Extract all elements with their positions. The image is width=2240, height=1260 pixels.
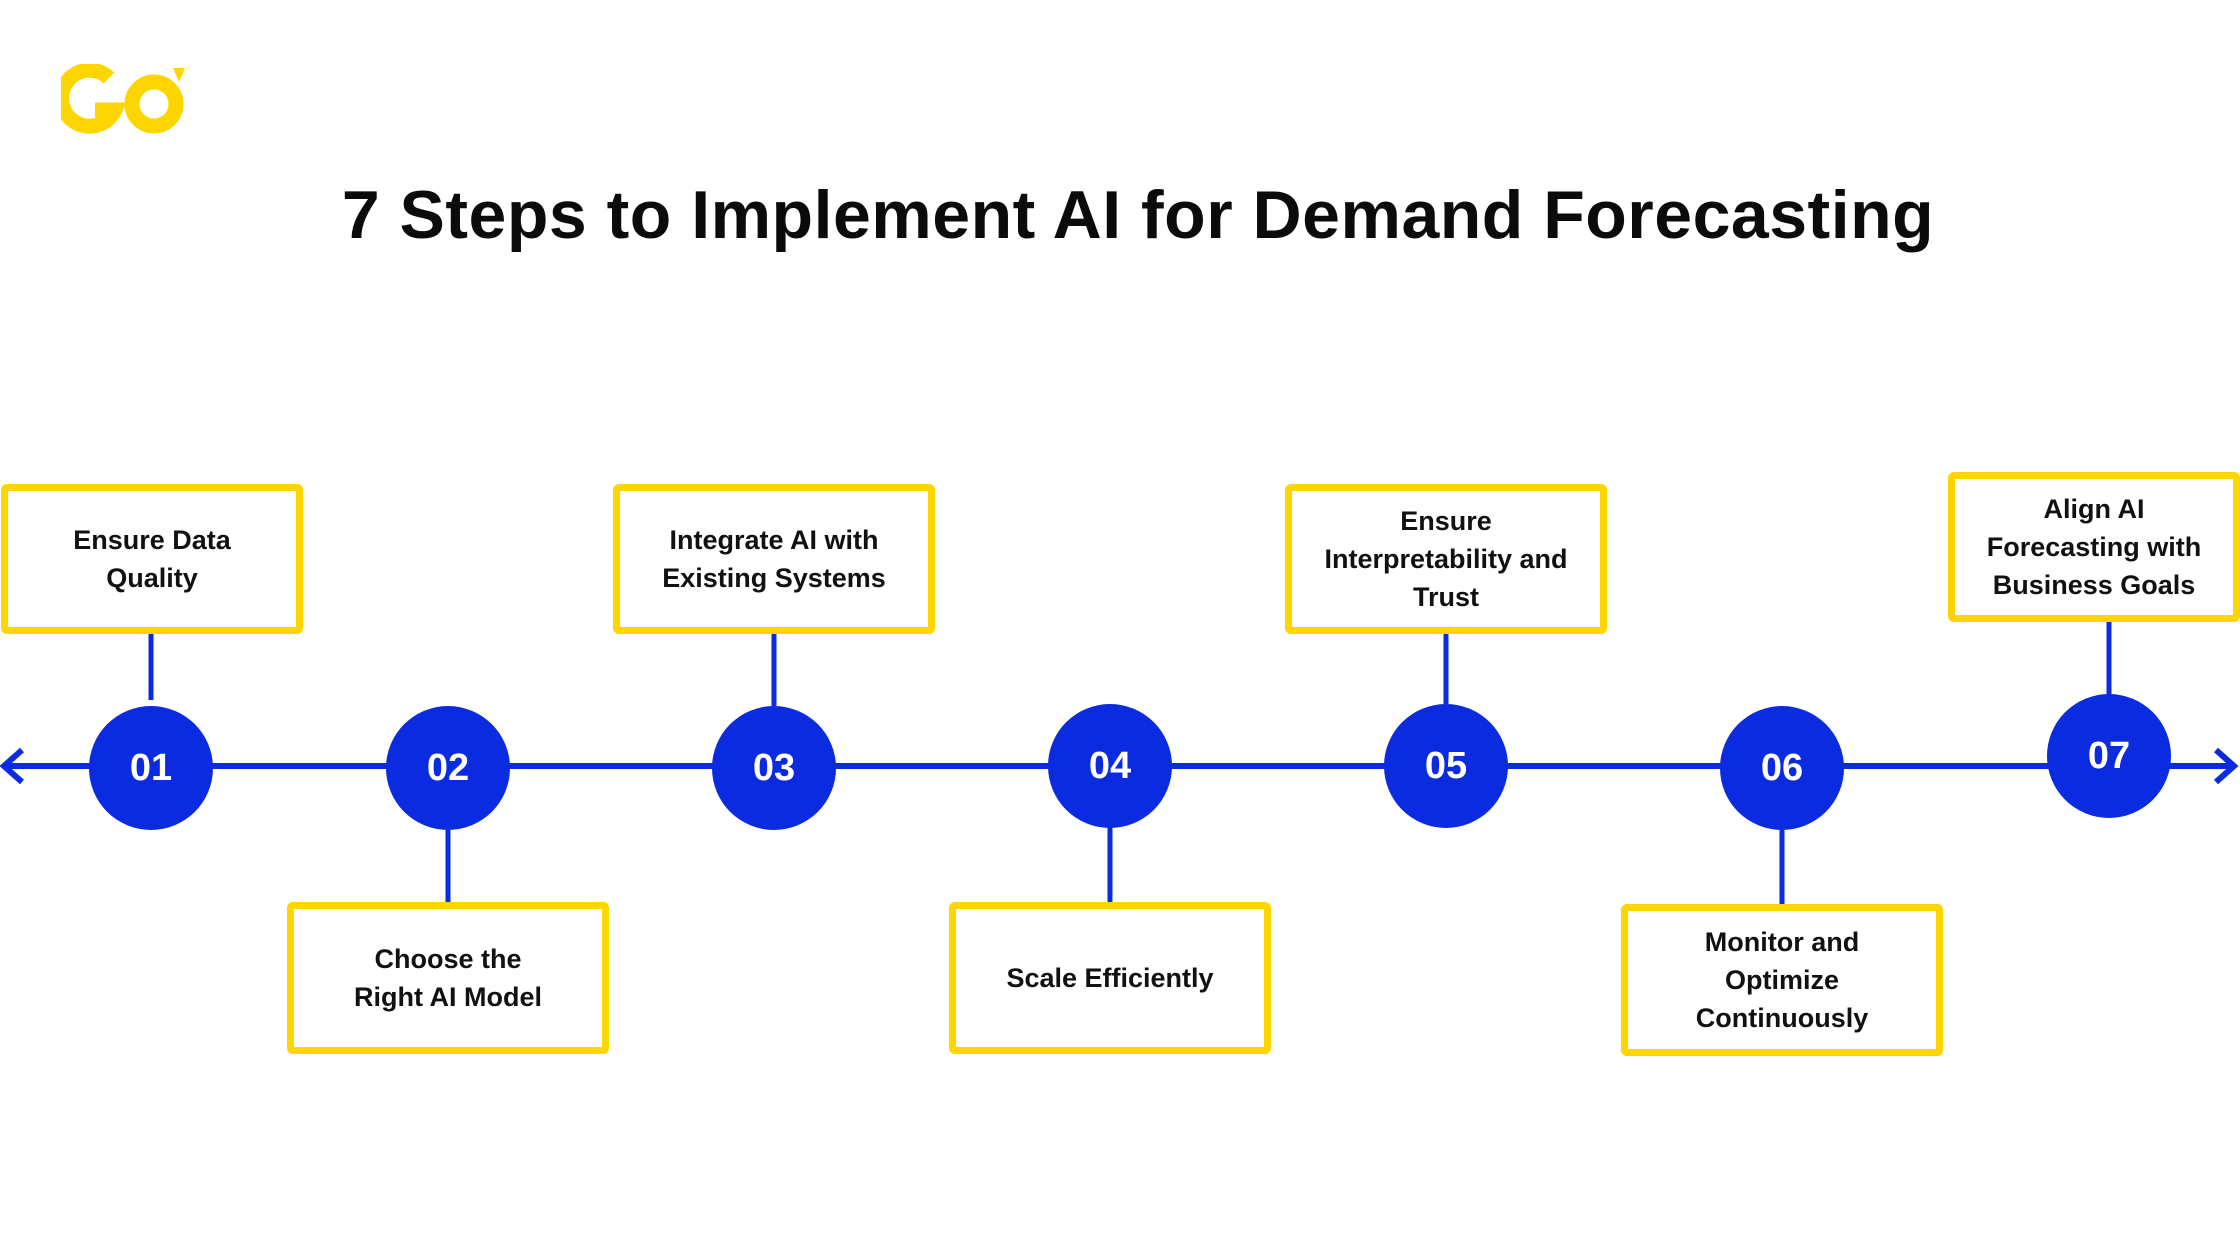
step-number-01: 01 [89, 706, 213, 830]
step-label: Choose the Right AI Model [354, 944, 542, 1012]
step-label: Ensure Data Quality [73, 525, 231, 593]
step-box-02: Choose the Right AI Model [287, 902, 609, 1054]
step-box-04: Scale Efficiently [949, 902, 1271, 1054]
step-number-06: 06 [1720, 706, 1844, 830]
step-number-02: 02 [386, 706, 510, 830]
step-label: Scale Efficiently [1006, 963, 1214, 993]
right-arrow-head [2214, 747, 2239, 785]
step-number-04: 04 [1048, 704, 1172, 828]
step-label: Align AI Forecasting with Business Goals [1986, 494, 2202, 600]
step-box-05: Ensure Interpretability and Trust [1285, 484, 1607, 634]
step-box-07: Align AI Forecasting with Business Goals [1948, 472, 2240, 622]
step-box-06: Monitor and Optimize Continuously [1621, 904, 1943, 1056]
step-box-03: Integrate AI with Existing Systems [613, 484, 935, 634]
go-logo [54, 62, 191, 140]
left-arrow-head [0, 747, 24, 785]
step-label: Ensure Interpretability and Trust [1324, 506, 1568, 612]
page-title: 7 Steps to Implement AI for Demand Forec… [341, 177, 1935, 253]
step-box-01: Ensure Data Quality [1, 484, 303, 634]
step-label: Integrate AI with Existing Systems [662, 525, 886, 593]
step-number-07: 07 [2047, 694, 2171, 818]
step-number-05: 05 [1384, 704, 1508, 828]
step-label: Monitor and Optimize Continuously [1695, 927, 1869, 1033]
step-number-03: 03 [712, 706, 836, 830]
